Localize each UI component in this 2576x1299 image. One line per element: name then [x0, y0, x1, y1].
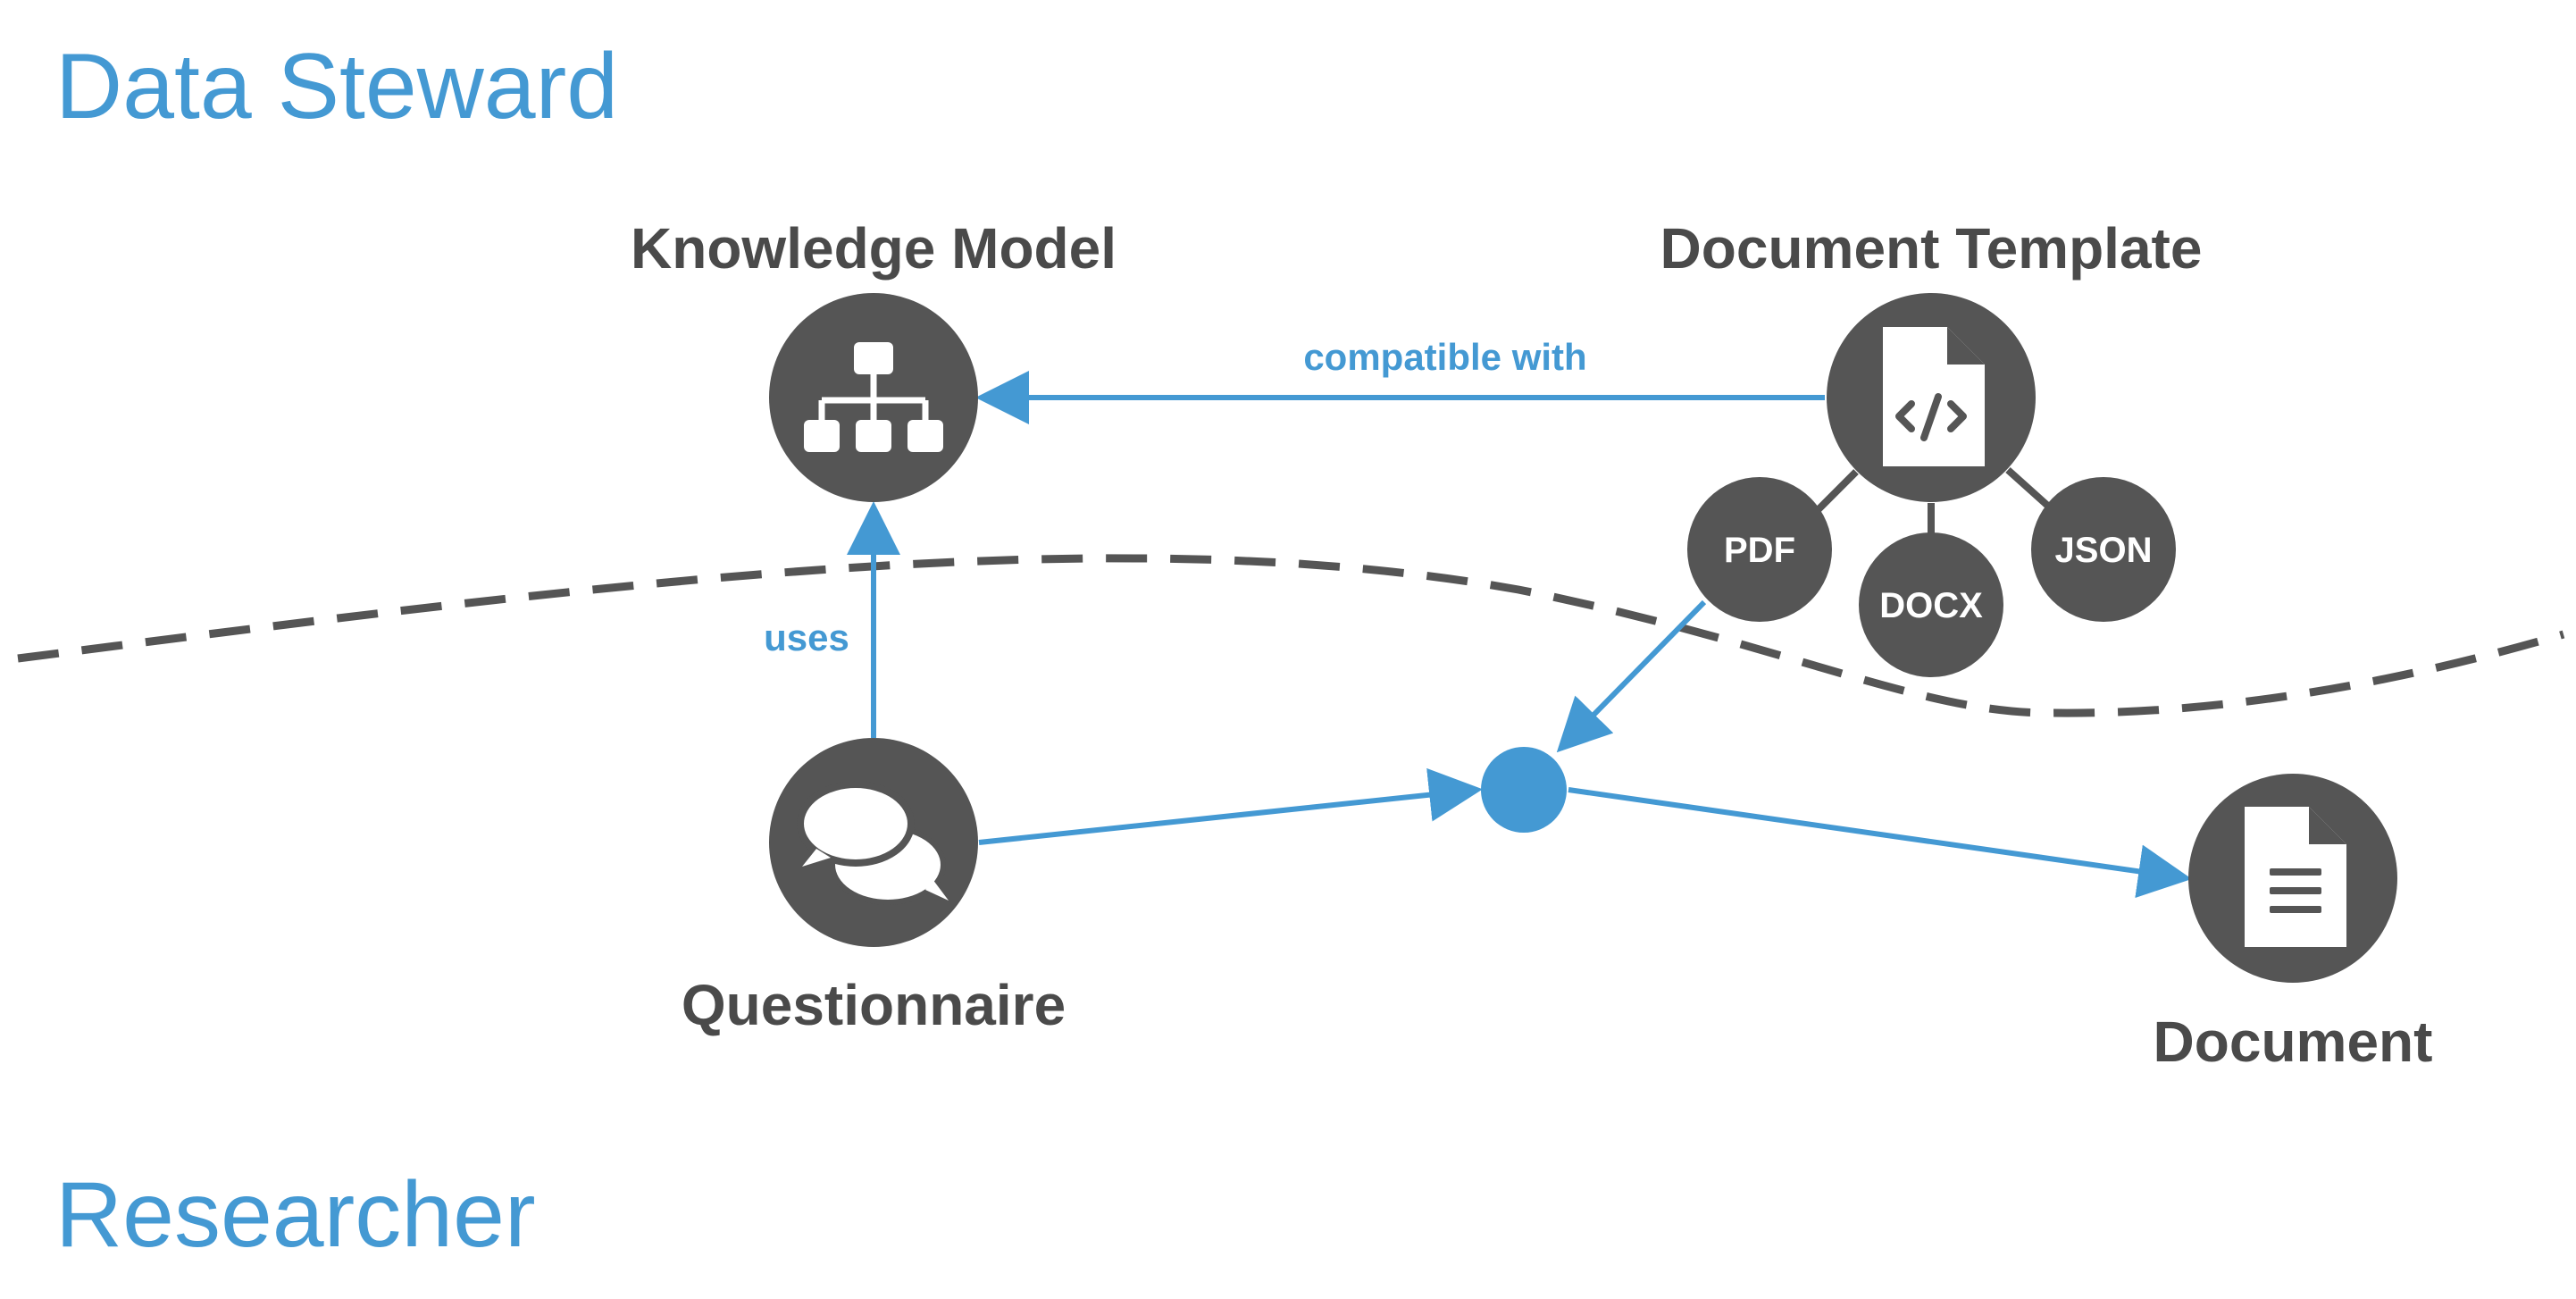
arrow-questionnaire-to-merge	[978, 767, 1483, 845]
role-divider-line	[17, 554, 2565, 717]
node-label-questionnaire: Questionnaire	[682, 973, 1066, 1037]
role-title-data-steward: Data Steward	[55, 35, 618, 138]
node-questionnaire[interactable]: Questionnaire	[682, 738, 1066, 1037]
connector-template-json	[2005, 467, 2054, 512]
format-label-docx: DOCX	[1879, 586, 1983, 625]
connector-template-pdf	[1814, 469, 1859, 514]
chat-bubbles-icon	[797, 781, 949, 905]
format-node-docx[interactable]: DOCX	[1859, 532, 2003, 677]
edge-label-uses: uses	[764, 616, 849, 658]
node-label-knowledge-model: Knowledge Model	[631, 216, 1117, 281]
role-title-researcher: Researcher	[55, 1163, 536, 1267]
node-knowledge-model[interactable]: Knowledge Model	[631, 216, 1117, 502]
code-file-icon	[1883, 327, 1985, 466]
node-label-document-template: Document Template	[1660, 216, 2203, 281]
format-node-pdf[interactable]: PDF	[1687, 477, 1832, 622]
document-icon	[2245, 807, 2346, 947]
arrow-merge-to-document	[1568, 787, 2192, 899]
node-document-template[interactable]: Document Template	[1660, 216, 2203, 502]
node-document[interactable]: Document	[2154, 774, 2433, 1074]
edge-label-compatible-with: compatible with	[1303, 336, 1586, 378]
arrow-template-to-merge	[1556, 599, 1707, 753]
format-node-json[interactable]: JSON	[2031, 477, 2176, 622]
sitemap-icon	[804, 342, 943, 452]
format-label-json: JSON	[2055, 531, 2153, 570]
node-label-document: Document	[2154, 1010, 2433, 1074]
format-label-pdf: PDF	[1724, 531, 1795, 570]
merge-point	[1481, 747, 1567, 833]
